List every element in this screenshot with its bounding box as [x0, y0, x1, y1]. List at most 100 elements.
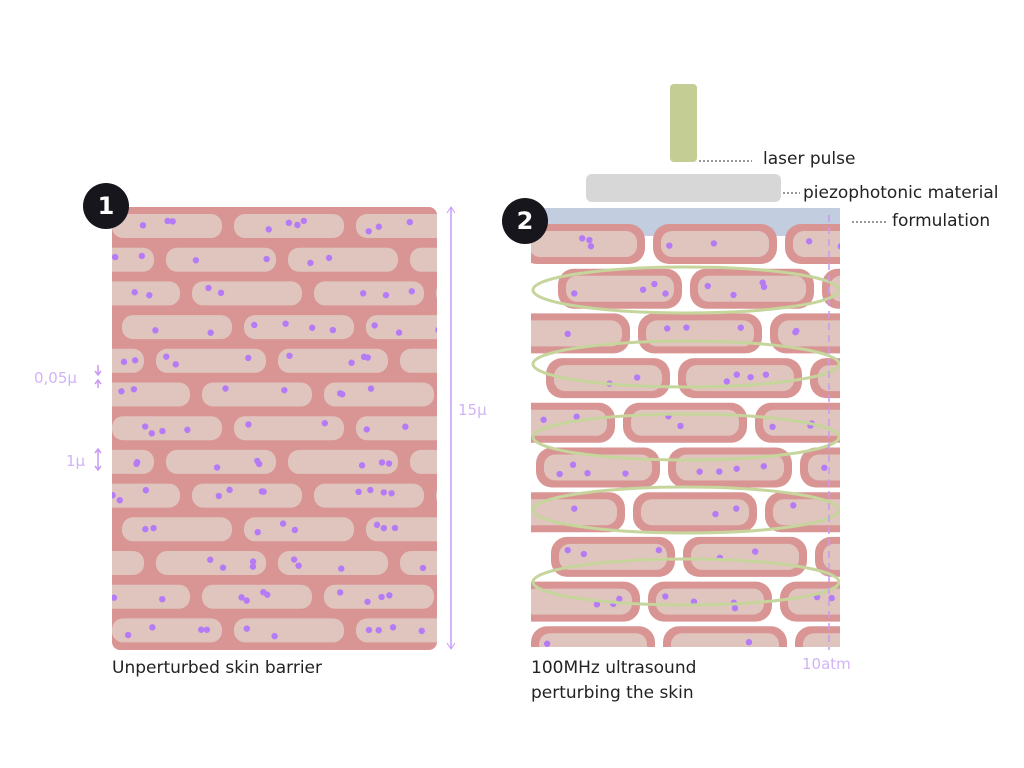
lipid-dot: [391, 524, 399, 532]
ultrasound-wave-ellipse: [531, 265, 840, 315]
corneocyte: [436, 281, 437, 306]
lipid-dot: [271, 632, 278, 640]
lipid-dot: [837, 243, 840, 250]
lipid-dot: [580, 550, 588, 558]
panel1-skin: [71, 206, 488, 650]
lipid-dot: [371, 322, 378, 329]
lipid-dot: [219, 564, 227, 571]
corneocyte: [366, 315, 437, 340]
lipid-dot: [871, 459, 877, 465]
lipid-dot: [245, 354, 252, 362]
lipid-dot: [139, 222, 147, 229]
lipid-dot: [733, 371, 740, 378]
lipid-dot: [677, 422, 684, 430]
lipid-dot: [571, 290, 578, 297]
ultrasound-wave-ellipse: [531, 412, 840, 462]
lipid-dot: [540, 416, 547, 423]
lipid-dot: [651, 280, 658, 288]
lipid-dot: [569, 461, 577, 468]
corneocyte: [698, 275, 806, 302]
corneocyte: [366, 517, 437, 542]
lipid-dot: [382, 291, 390, 299]
lipid-dot: [112, 492, 116, 499]
lipid-dot: [243, 625, 250, 632]
corneocyte: [244, 517, 354, 542]
lipid-dot: [821, 464, 828, 471]
lipid-dot: [593, 601, 601, 608]
lipid-dot: [325, 254, 333, 262]
lipid-dot: [358, 462, 366, 469]
lipid-dot: [380, 489, 388, 496]
lipid-dot: [408, 288, 415, 295]
corneocyte: [531, 231, 637, 257]
lipid-dot: [573, 413, 580, 420]
lipid-dot: [524, 327, 530, 333]
lipid-dot: [855, 596, 861, 602]
corneocyte: [566, 275, 674, 302]
corneocyte: [778, 320, 840, 347]
corneocyte: [112, 483, 180, 508]
lipid-dot: [760, 463, 768, 470]
lipid-dot: [365, 626, 373, 634]
lipid-dot: [805, 238, 813, 245]
lipid-dot: [571, 505, 578, 512]
lipid-dot: [378, 459, 386, 466]
lipid-dot: [367, 385, 375, 392]
lipid-dot: [130, 386, 138, 393]
corneocyte: [641, 499, 749, 526]
panel2-caption-line1: 100MHz ultrasound: [531, 658, 697, 678]
ultrasound-wave-ellipse: [531, 339, 840, 389]
lipid-dot: [243, 597, 250, 604]
lipid-dot: [142, 525, 149, 533]
lipid-dot: [260, 488, 267, 495]
lipid-dot: [116, 496, 123, 504]
lipid-dot: [249, 563, 257, 570]
corneocyte: [410, 449, 437, 474]
pressure-label: 10atm: [802, 655, 851, 673]
lipid-dot: [716, 468, 723, 475]
corneocyte: [112, 584, 190, 609]
corneocyte: [823, 543, 840, 570]
corneocyte: [202, 584, 312, 609]
lipid-dot: [359, 290, 367, 297]
lipid-dot: [360, 353, 368, 361]
lipid-dot: [203, 626, 211, 633]
lipid-dot: [482, 287, 488, 293]
lipid-dot: [633, 374, 641, 381]
corneocyte: [202, 382, 312, 407]
cell-size-label: 1µ: [66, 452, 86, 470]
lipid-dot: [902, 369, 908, 375]
lipid-dot: [249, 558, 257, 565]
ultrasound-wave-ellipse: [531, 557, 840, 607]
lipid-dot: [543, 640, 551, 647]
lipid-dot: [215, 492, 223, 500]
corneocyte: [234, 416, 344, 441]
lipid-dot: [295, 562, 302, 569]
lipid-dot: [118, 388, 125, 395]
corneocyte: [539, 633, 647, 647]
lipid-dot: [855, 503, 861, 509]
lipid-dot: [336, 589, 344, 596]
lipid-dot: [452, 218, 458, 224]
corneocyte: [400, 348, 437, 373]
lipid-dot: [71, 557, 77, 563]
lipid-dot: [238, 594, 245, 601]
lipid-dot: [733, 465, 740, 472]
lipid-dot: [90, 389, 96, 395]
lipid-dot: [329, 326, 337, 334]
corneocyte: [773, 499, 840, 526]
corneocyte: [112, 416, 222, 441]
lipid-dot: [579, 235, 586, 242]
lipid-dot: [265, 226, 272, 233]
lipid-dot: [586, 236, 593, 244]
lipid-dot: [367, 486, 374, 494]
lipid-dot: [564, 330, 571, 338]
corneocyte: [244, 315, 354, 340]
lipid-dot: [365, 228, 372, 235]
corneocyte: [122, 517, 232, 542]
lipid-dot: [556, 470, 563, 478]
lipid-dot: [857, 280, 863, 286]
corneocyte: [288, 449, 398, 474]
lipid-dot: [198, 626, 205, 633]
lipid-dot: [745, 639, 753, 646]
